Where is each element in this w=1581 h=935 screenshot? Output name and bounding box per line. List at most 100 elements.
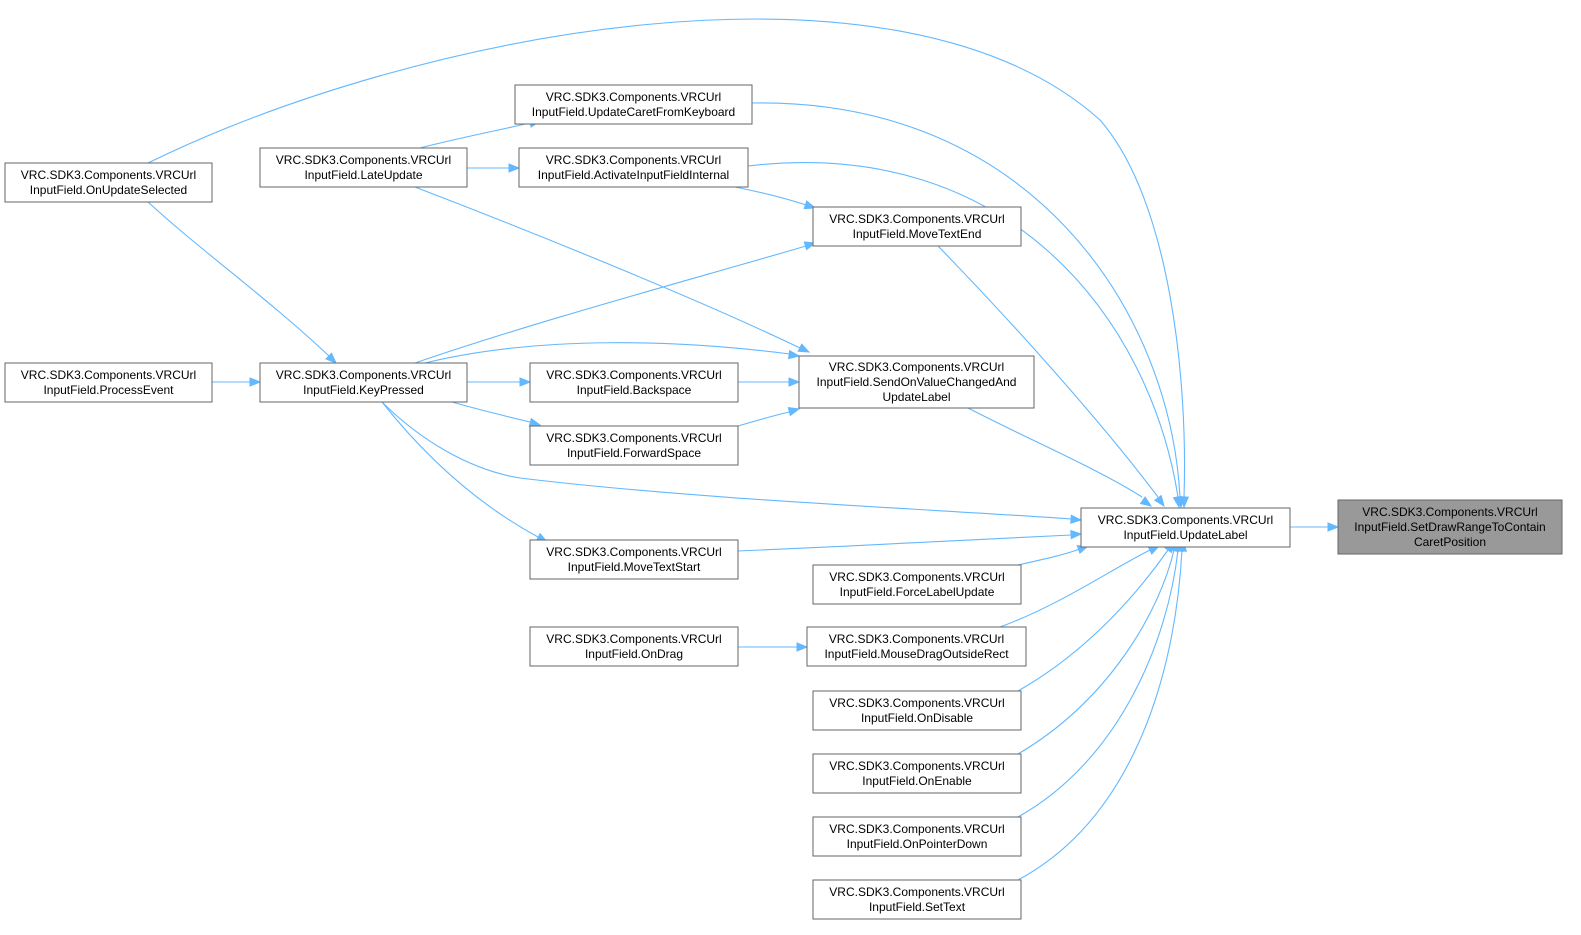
node-label-line: InputField.MoveTextEnd: [853, 227, 982, 241]
node-box: [806, 626, 1027, 667]
graph-node[interactable]: VRC.SDK3.Components.VRCUrlInputField.Sen…: [798, 355, 1035, 409]
edge-n10-to-n5: [738, 377, 801, 387]
node-label-line: VRC.SDK3.Components.VRCUrl: [1098, 513, 1273, 527]
graph-node[interactable]: VRC.SDK3.Components.VRCUrlInputField.Upd…: [1080, 507, 1291, 548]
graph-node[interactable]: VRC.SDK3.Components.VRCUrlInputField.Upd…: [514, 84, 753, 125]
graph-node[interactable]: VRC.SDK3.Components.VRCUrlInputField.For…: [529, 425, 739, 466]
node-box: [4, 362, 213, 403]
graph-node[interactable]: VRC.SDK3.Components.VRCUrlInputField.Lat…: [259, 147, 468, 188]
node-label-line: InputField.OnEnable: [862, 774, 972, 788]
edge-line: [1017, 549, 1179, 818]
node-box: [529, 626, 739, 667]
node-box: [798, 355, 1035, 409]
edge-line: [147, 201, 331, 358]
edge-line: [1017, 549, 1183, 881]
graph-node[interactable]: VRC.SDK3.Components.VRCUrlInputField.Act…: [518, 147, 749, 188]
node-label-line: InputField.OnDisable: [861, 711, 973, 725]
node-label-line: VRC.SDK3.Components.VRCUrl: [829, 822, 1004, 836]
focus-node[interactable]: VRC.SDK3.Components.VRCUrlInputField.Set…: [1337, 499, 1563, 555]
node-label-line: InputField.UpdateCaretFromKeyboard: [532, 105, 735, 119]
edge-n7-to-n1: [147, 18, 1190, 509]
edge-line: [937, 245, 1159, 498]
edge-line: [414, 245, 807, 364]
edge-n19-to-n1: [1017, 539, 1188, 881]
arrowhead-icon: [519, 377, 532, 387]
graph-node[interactable]: VRC.SDK3.Components.VRCUrlInputField.Set…: [812, 879, 1022, 920]
edge-line: [999, 549, 1151, 628]
edge-n2-to-n1: [751, 102, 1186, 509]
edge-n8-to-n11: [451, 401, 542, 427]
edge-line: [419, 122, 531, 149]
graph-node[interactable]: VRC.SDK3.Components.VRCUrlInputField.Key…: [259, 362, 468, 403]
node-label-line: VRC.SDK3.Components.VRCUrl: [829, 759, 1004, 773]
edge-n8-to-n10: [467, 377, 532, 387]
arrowhead-icon: [788, 377, 801, 387]
node-label-line: InputField.ActivateInputFieldInternal: [538, 168, 729, 182]
graph-node[interactable]: VRC.SDK3.Components.VRCUrlInputField.Mou…: [806, 626, 1027, 667]
node-box: [529, 362, 739, 403]
graph-node[interactable]: VRC.SDK3.Components.VRCUrlInputField.Bac…: [529, 362, 739, 403]
graph-node[interactable]: VRC.SDK3.Components.VRCUrlInputField.Mov…: [812, 206, 1022, 247]
node-box: [529, 425, 739, 466]
node-label-line: VRC.SDK3.Components.VRCUrl: [829, 570, 1004, 584]
edge-line: [747, 162, 1179, 498]
edge-line: [737, 534, 1072, 552]
node-box: [812, 879, 1022, 920]
graph-node[interactable]: VRC.SDK3.Components.VRCUrlInputField.Mov…: [529, 539, 739, 580]
graph-node[interactable]: VRC.SDK3.Components.VRCUrlInputField.For…: [812, 564, 1022, 605]
node-box: [812, 753, 1022, 794]
edge-n11-to-n5: [737, 407, 801, 427]
node-label-line: VRC.SDK3.Components.VRCUrl: [829, 696, 1004, 710]
arrowhead-icon: [1070, 529, 1083, 540]
edge-n8-to-n12: [381, 401, 549, 543]
graph-node[interactable]: VRC.SDK3.Components.VRCUrlInputField.OnP…: [812, 816, 1022, 857]
edge-n6-to-n5: [414, 186, 811, 353]
edge-n8-to-n4: [414, 241, 817, 364]
node-label-line: InputField.ForceLabelUpdate: [840, 585, 995, 599]
edge-n8-to-n1: [381, 401, 1083, 524]
edge-line: [424, 342, 791, 364]
node-box: [518, 147, 749, 188]
edge-line: [414, 186, 801, 349]
node-label-line: VRC.SDK3.Components.VRCUrl: [829, 360, 1004, 374]
edge-line: [381, 401, 539, 538]
arrowhead-icon: [1139, 496, 1153, 507]
arrowhead-icon: [796, 642, 809, 652]
edge-n7-to-n8: [147, 201, 337, 364]
graph-node[interactable]: VRC.SDK3.Components.VRCUrlInputField.OnD…: [812, 690, 1022, 731]
node-box: [259, 147, 468, 188]
edge-n14-to-n1: [999, 545, 1161, 628]
arrowhead-icon: [528, 417, 542, 427]
node-label-line: InputField.OnUpdateSelected: [30, 183, 187, 197]
node-label-line: VRC.SDK3.Components.VRCUrl: [21, 368, 196, 382]
edge-n15-to-n14: [738, 642, 809, 652]
node-box: [4, 162, 213, 203]
node-box: [812, 816, 1022, 857]
node-label-line: VRC.SDK3.Components.VRCUrl: [546, 90, 721, 104]
node-box: [1337, 499, 1563, 555]
graph-node[interactable]: VRC.SDK3.Components.VRCUrlInputField.Pro…: [4, 362, 213, 403]
node-label-line: VRC.SDK3.Components.VRCUrl: [21, 168, 196, 182]
edge-n18-to-n1: [1017, 539, 1184, 818]
node-label-line: VRC.SDK3.Components.VRCUrl: [546, 153, 721, 167]
edge-line: [1017, 548, 1081, 566]
graph-node[interactable]: VRC.SDK3.Components.VRCUrlInputField.OnU…: [4, 162, 213, 203]
node-label-line: InputField.SendOnValueChangedAnd: [817, 375, 1017, 389]
edge-line: [147, 18, 1186, 498]
node-box: [529, 539, 739, 580]
arrowhead-icon: [787, 407, 801, 417]
arrowhead-icon: [249, 377, 262, 387]
node-label-line: VRC.SDK3.Components.VRCUrl: [546, 632, 721, 646]
edge-n5-to-n1: [967, 407, 1153, 507]
graph-node[interactable]: VRC.SDK3.Components.VRCUrlInputField.OnD…: [529, 626, 739, 667]
node-label-line: VRC.SDK3.Components.VRCUrl: [276, 153, 451, 167]
edge-n3-to-n1: [747, 162, 1183, 509]
edge-line: [381, 401, 1072, 520]
arrowhead-icon: [325, 352, 337, 364]
node-box: [514, 84, 753, 125]
edge-line: [734, 186, 807, 206]
node-label-line: InputField.UpdateLabel: [1123, 528, 1247, 542]
graph-node[interactable]: VRC.SDK3.Components.VRCUrlInputField.OnE…: [812, 753, 1022, 794]
arrowhead-icon: [1070, 514, 1083, 524]
